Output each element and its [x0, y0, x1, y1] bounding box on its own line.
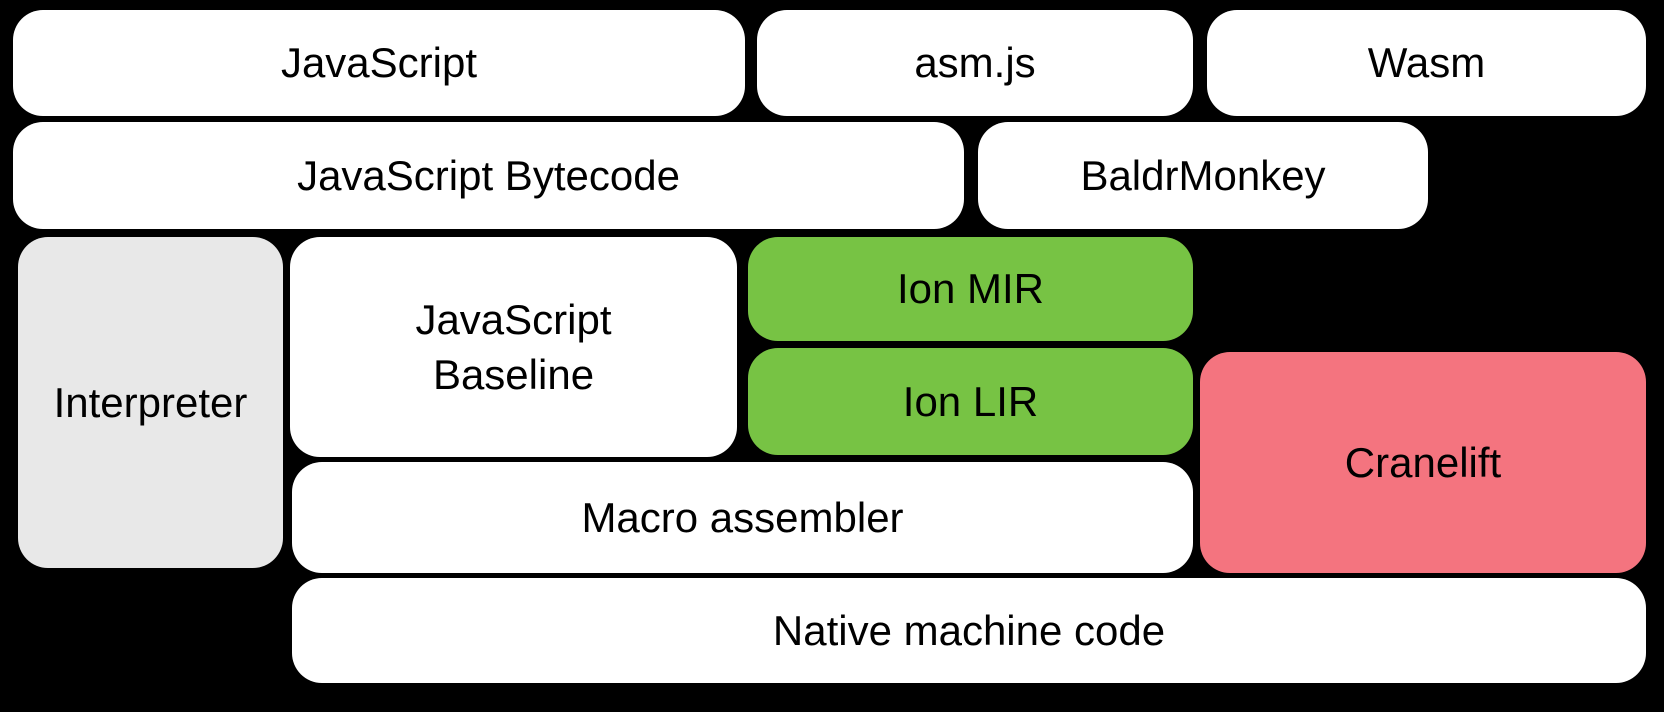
block-asmjs-label: asm.js — [914, 39, 1036, 87]
block-javascript-bytecode-label: JavaScript Bytecode — [297, 151, 680, 199]
block-ion-mir: Ion MIR — [748, 237, 1193, 341]
block-javascript-bytecode: JavaScript Bytecode — [13, 122, 964, 229]
block-wasm: Wasm — [1207, 10, 1646, 116]
block-cranelift-label: Cranelift — [1344, 438, 1502, 486]
block-javascript-baseline-label-line2: Baseline — [432, 351, 595, 398]
block-javascript-label: JavaScript — [280, 39, 478, 87]
block-ion-lir: Ion LIR — [748, 348, 1193, 455]
block-baldrmonkey: BaldrMonkey — [978, 122, 1428, 229]
block-ion-mir-label: Ion MIR — [896, 265, 1045, 313]
block-macro-assembler-label: Macro assembler — [581, 493, 904, 541]
block-asmjs: asm.js — [757, 10, 1193, 116]
block-native-machine-code: Native machine code — [292, 578, 1646, 683]
block-ion-lir-label: Ion LIR — [902, 377, 1039, 425]
block-native-machine-code-label: Native machine code — [772, 606, 1166, 654]
block-interpreter: Interpreter — [18, 237, 283, 568]
block-wasm-label: Wasm — [1367, 39, 1486, 87]
block-cranelift: Cranelift — [1200, 352, 1646, 573]
block-interpreter-label: Interpreter — [53, 378, 248, 426]
block-javascript: JavaScript — [13, 10, 745, 116]
block-macro-assembler: Macro assembler — [292, 462, 1193, 573]
block-baldrmonkey-label: BaldrMonkey — [1080, 151, 1326, 199]
block-javascript-baseline: JavaScript Baseline — [290, 237, 737, 457]
block-javascript-baseline-label-line1: JavaScript — [415, 295, 612, 343]
